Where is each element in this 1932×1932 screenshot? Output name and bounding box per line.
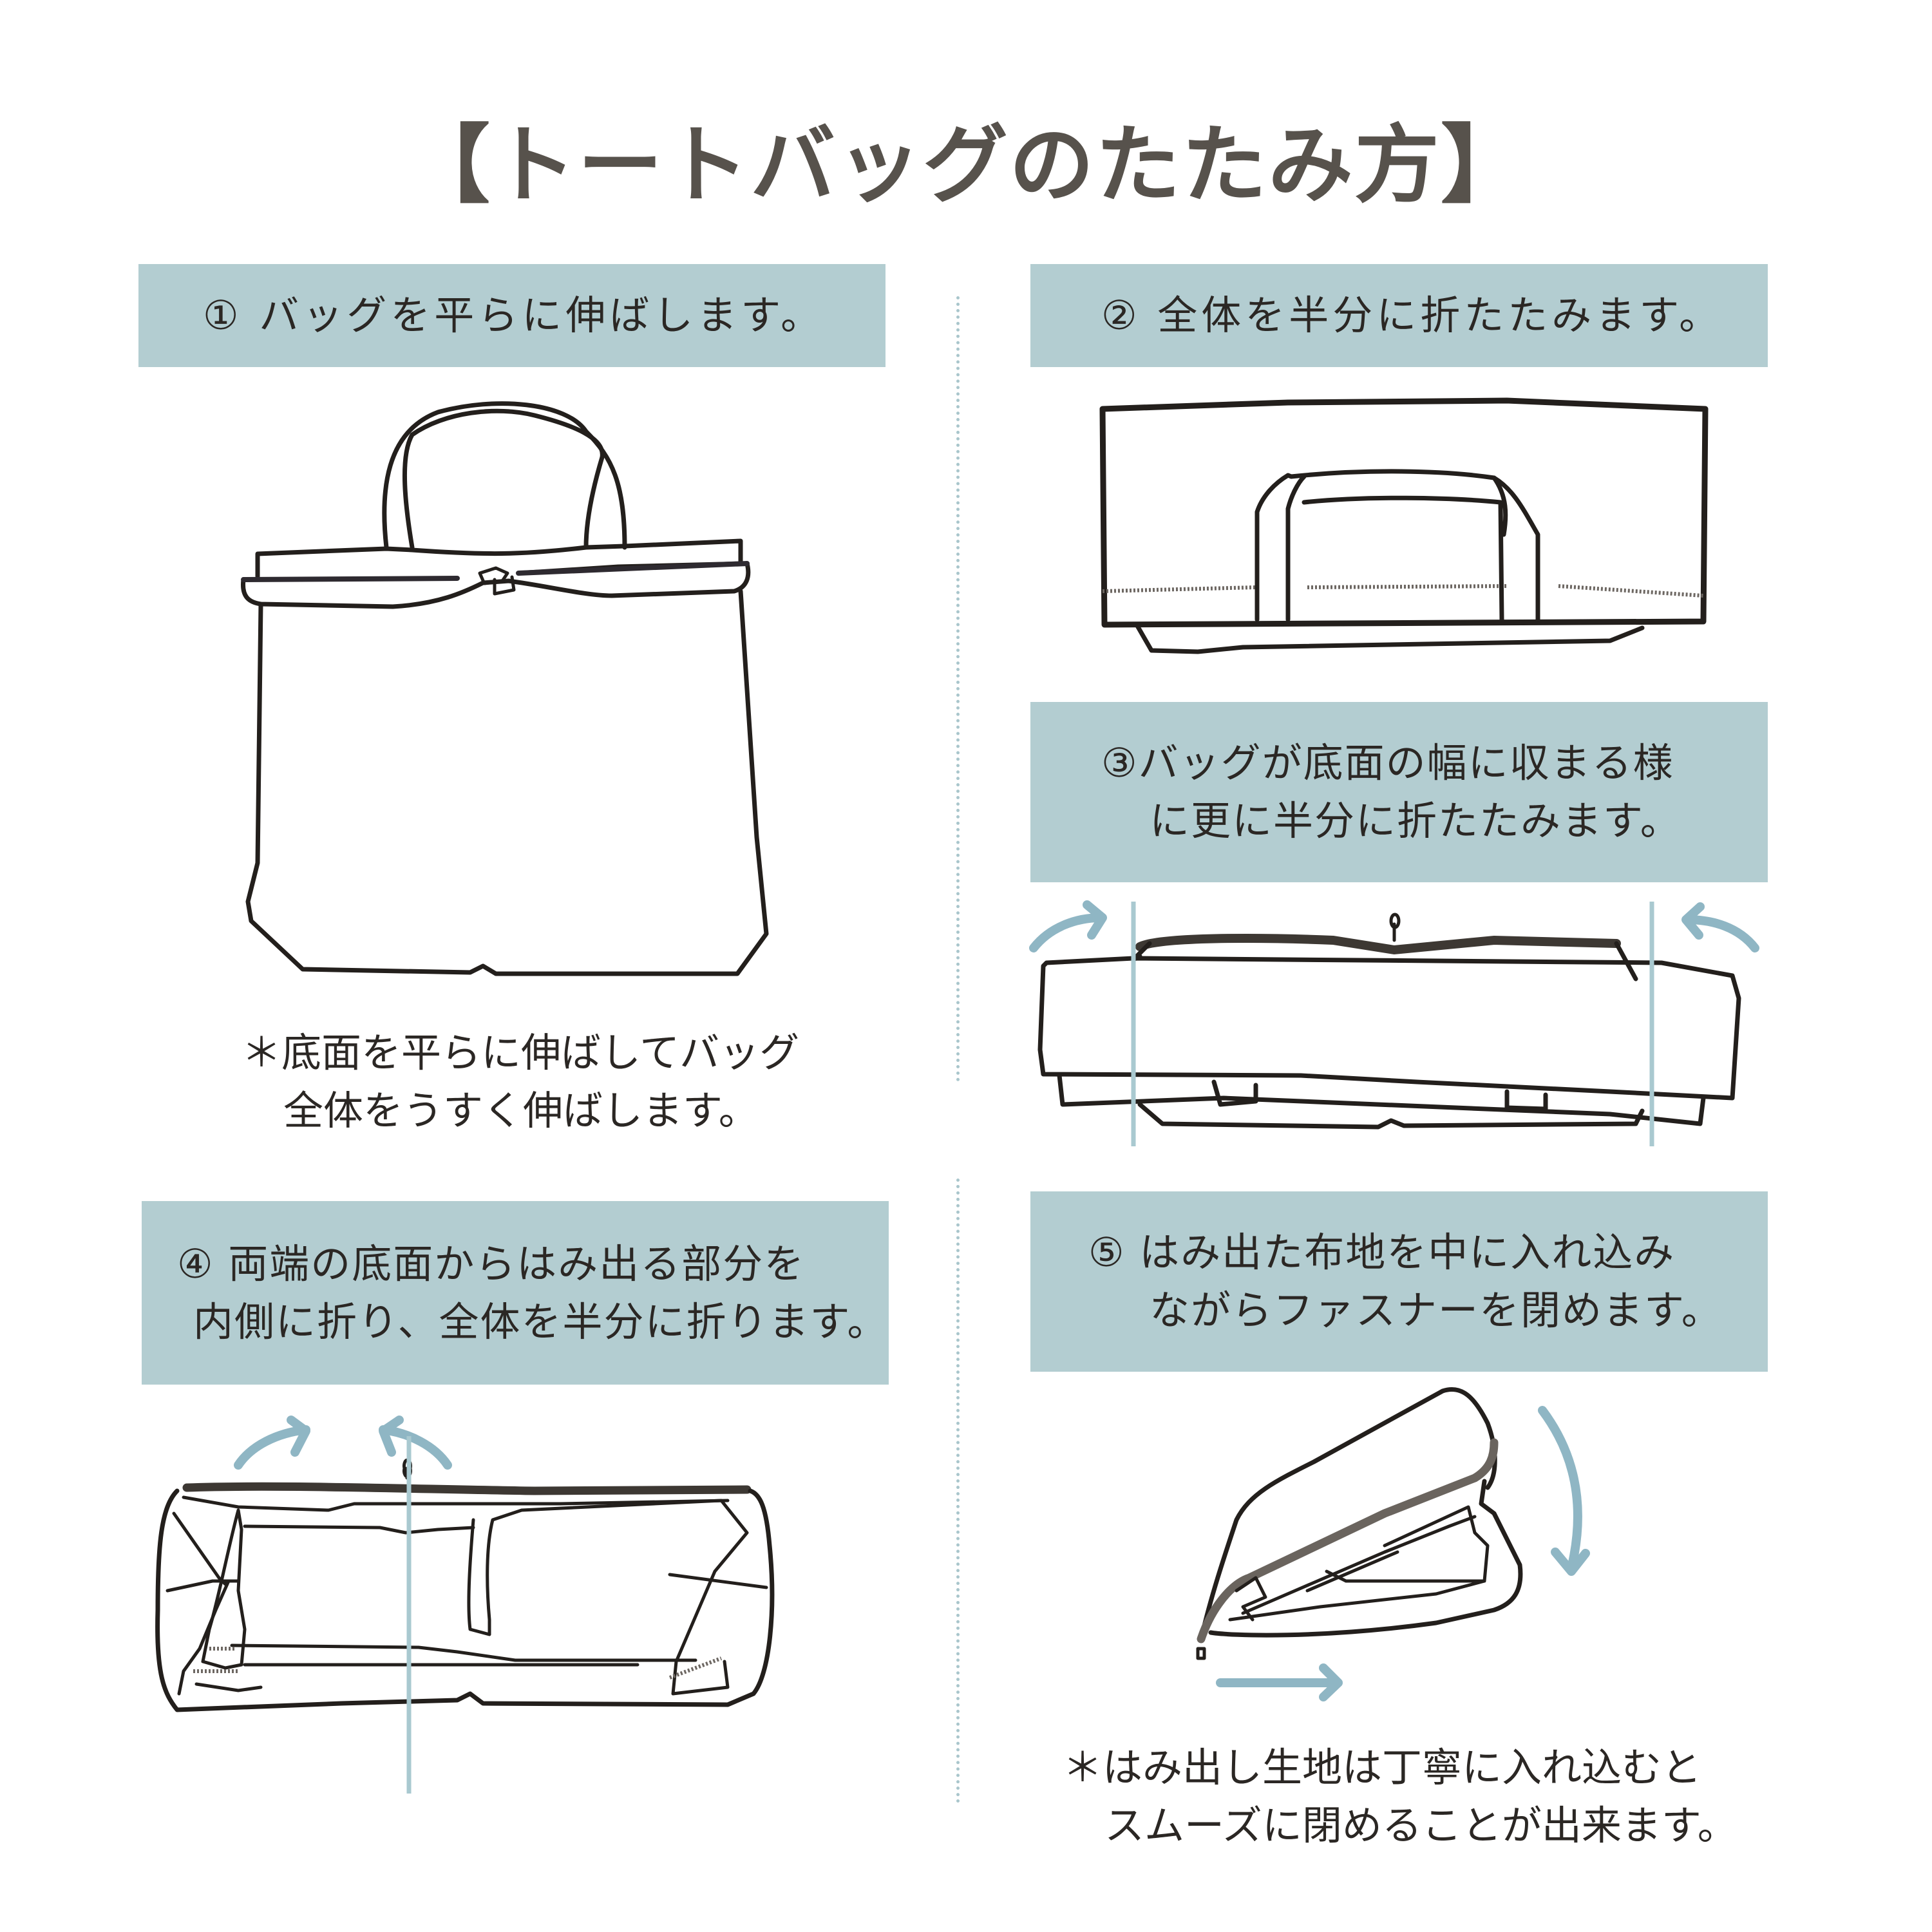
- step-4-text-line-2: 内側に折り、全体を半分に折ります。: [193, 1298, 889, 1345]
- fold-arrow-left-icon: [1029, 900, 1107, 952]
- step-2-instruction-box: ② 全体を半分に折たたみます。: [1030, 264, 1768, 367]
- step-4-instruction-box: ④ 両端の底面からはみ出る部分を 内側に折り、全体を半分に折ります。: [142, 1201, 889, 1385]
- page-title: 【トートバッグのたたみ方】: [405, 116, 1527, 215]
- step-5-instruction-box: ⑤ はみ出た布地を中に入れ込み ながらファスナーを閉めます。: [1030, 1191, 1768, 1372]
- bag-folded-to-bottom-width-illustration: [1029, 900, 1759, 1146]
- bag-sides-folded-inward-illustration: [155, 1416, 775, 1794]
- fold-arrow-left-icon: [234, 1416, 310, 1470]
- fold-arrow-right-icon: [1681, 902, 1759, 952]
- flat-tote-bag-illustration: [240, 401, 769, 976]
- step-5-note-line-2: スムーズに閉めることが出来ます。: [1104, 1802, 1738, 1849]
- bag-zipper-closing-illustration: [1196, 1387, 1590, 1701]
- step-5-note-line-1: ＊はみ出し生地は丁寧に入れ込むと: [1063, 1744, 1702, 1791]
- step-3-text-line-2: に更に半分に折たたみます。: [1150, 797, 1681, 844]
- step-3-text-line-1: ③バッグが底面の幅に収まる様: [1101, 739, 1674, 786]
- fold-arrow-right-icon: [379, 1416, 452, 1470]
- zipper-direction-arrow-right-icon: [1216, 1663, 1343, 1701]
- step-5-text-line-2: ながらファスナーを閉めます。: [1150, 1287, 1723, 1334]
- step-4-text-line-1: ④ 両端の底面からはみ出る部分を: [177, 1240, 806, 1287]
- step-3-instruction-box: ③バッグが底面の幅に収まる様 に更に半分に折たたみます。: [1030, 702, 1768, 882]
- step-1-note-line-1: ＊底面を平らに伸ばしてバッグ: [242, 1029, 800, 1076]
- step-1-instruction-box: ① バッグを平らに伸ばします。: [138, 264, 886, 367]
- bag-folded-in-half-illustration: [1099, 397, 1709, 654]
- step-1-text: ① バッグを平らに伸ばします。: [203, 292, 825, 339]
- closing-arrow-down-icon: [1538, 1406, 1590, 1576]
- column-divider-bottom: [956, 1179, 960, 1803]
- step-1-note-line-2: 全体をうすく伸ばします。: [283, 1087, 759, 1134]
- column-divider-top: [956, 296, 960, 1082]
- step-2-text: ② 全体を半分に折たたみます。: [1101, 292, 1723, 339]
- step-5-text-line-1: ⑤ はみ出た布地を中に入れ込み: [1088, 1229, 1676, 1276]
